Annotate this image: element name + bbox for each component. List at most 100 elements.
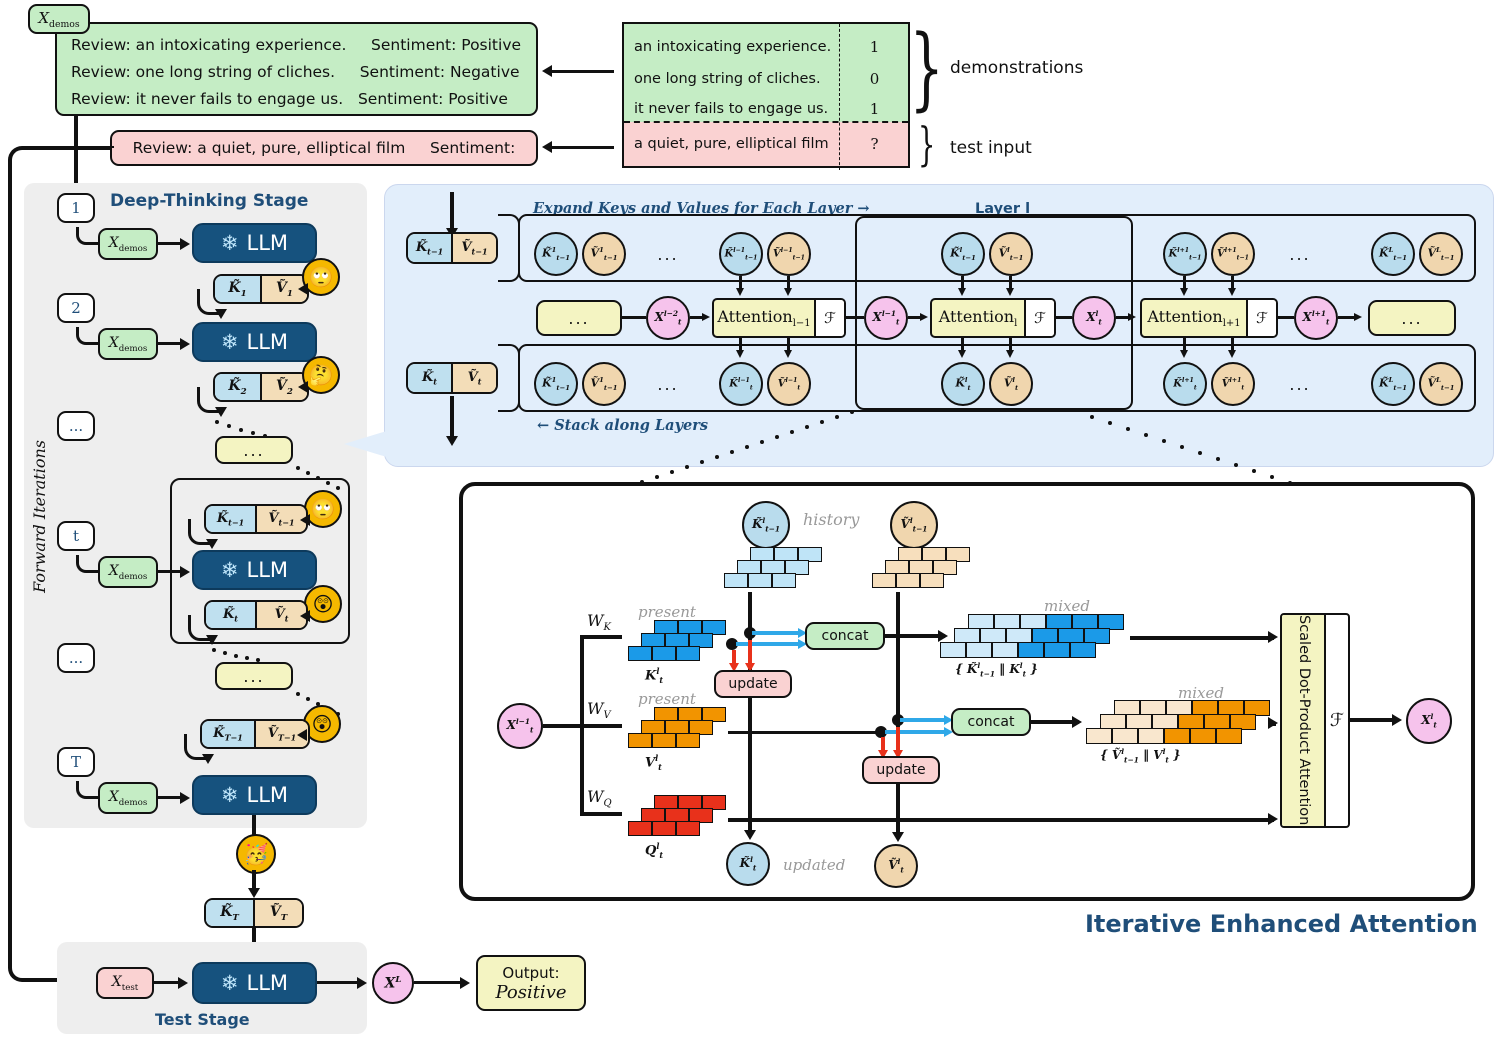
k-node: K̃1t−1 <box>534 232 578 276</box>
v-node: ṼLt−1 <box>1419 362 1463 406</box>
iea-output-node: Xlt <box>1406 698 1452 744</box>
k-updated-node: K̃lt <box>726 842 770 886</box>
output-caption: Output: <box>502 963 560 982</box>
attention-block-l-plus-1: Attentionl+1 ℱ <box>1140 298 1278 338</box>
v-mixed-label: { Ṽlt−1 ‖ Vlt } <box>1100 747 1181 765</box>
xdemos-box-1: Xdemos <box>98 228 158 260</box>
xdemos-box-t: Xdemos <box>98 556 158 588</box>
f-symbol: ℱ <box>1329 710 1345 731</box>
top-row-container <box>518 214 1476 282</box>
expand-out-kv: K̃t Ṽt <box>406 362 498 394</box>
ellipsis-box-2: ... <box>215 662 293 690</box>
v-present-label: Vlt <box>645 753 662 772</box>
q-present-label: Qlt <box>645 841 664 860</box>
expand-in-kv: K̃t−1 Ṽt−1 <box>406 232 498 264</box>
concat-box-k: concat <box>805 622 885 650</box>
table-cell-label: 0 <box>869 70 880 88</box>
surprised-face-icon: 😲 <box>304 585 342 623</box>
table-cell-label: ? <box>870 135 879 153</box>
f-symbol: ℱ <box>1034 309 1046 327</box>
demos-prompt-box: Review: an intoxicating experience. Sent… <box>55 22 538 116</box>
thinking-face-icon: 🙄 <box>302 258 340 296</box>
weight-label-wq: WQ <box>587 787 612 810</box>
output-box: Output: Positive <box>476 955 586 1011</box>
sdpa-label: Scaled Dot-Product Attention <box>1295 615 1312 826</box>
brace-test-input-label: test input <box>950 138 1032 158</box>
table-cell-text: a quiet, pure, elliptical film <box>634 136 829 152</box>
middle-ellipsis-left: ... <box>536 300 622 336</box>
demo-line: Review: one long string of cliches. Sent… <box>71 63 520 81</box>
test-prompt-line: Review: a quiet, pure, elliptical film S… <box>132 139 516 157</box>
snowflake-icon: ❄ <box>220 971 239 995</box>
bottom-row-container <box>518 344 1476 412</box>
v-history-node: Ṽlt−1 <box>890 501 938 549</box>
demo-line: Review: it never fails to engage us. Sen… <box>71 90 508 108</box>
middle-ellipsis-right: ... <box>1368 300 1456 336</box>
llm-box-test[interactable]: ❄ LLM <box>192 962 317 1004</box>
k-present-stack <box>628 620 728 666</box>
xl-node: XL <box>372 962 414 1004</box>
expand-footer: ← Stack along Layers <box>537 417 709 434</box>
fan-brace-top <box>498 214 520 282</box>
k-history-node: K̃lt−1 <box>742 501 790 549</box>
v-node: Ṽl+1t−1 <box>1211 232 1255 276</box>
iteration-node-t[interactable]: t <box>57 521 95 551</box>
kv-box-t: K̃t Ṽt <box>204 600 308 630</box>
x-node: Xlt <box>1072 296 1116 340</box>
snowflake-icon: ❄ <box>220 558 239 582</box>
kv-box-T: K̃T ṼT <box>204 898 304 928</box>
table-cell-text: an intoxicating experience. <box>634 39 832 55</box>
forward-iterations-label: Forward Iterations <box>30 440 49 593</box>
k-node: K̃lt <box>941 362 985 406</box>
table-cell-text: one long string of cliches. <box>634 71 821 87</box>
history-label: history <box>803 510 860 529</box>
k-mixed-label: { K̃lt−1 ‖ Klt } <box>955 661 1038 679</box>
v-present-stack <box>628 707 728 753</box>
k-mixed-stack <box>940 614 1130 662</box>
expand-header-layer: Layer l <box>975 201 1031 217</box>
updated-label-k: updated <box>783 856 846 874</box>
table-cell-text: it never fails to engage us. <box>634 101 829 117</box>
snowflake-icon: ❄ <box>220 330 239 354</box>
attention-block-l: Attentionl ℱ <box>930 298 1056 338</box>
xtest-box: Xtest <box>96 967 154 999</box>
weight-label-wk: WK <box>587 611 611 634</box>
attention-block-l-minus-1: Attentionl−1 ℱ <box>712 298 846 338</box>
iea-title: Iterative Enhanced Attention <box>1085 910 1478 938</box>
present-label-v: present <box>638 690 696 708</box>
v-node: Ṽlt <box>989 362 1033 406</box>
v-node: ṼLt−1 <box>1419 232 1463 276</box>
llm-box-T[interactable]: ❄ LLM <box>192 775 317 815</box>
k-node: K̃l−1t <box>719 362 763 406</box>
k-present-label: Klt <box>645 666 664 685</box>
k-node: K̃l+1t <box>1163 362 1207 406</box>
brace-demonstrations-label: demonstrations <box>950 58 1084 78</box>
brace-demonstrations: } <box>909 16 945 121</box>
demo-table: an intoxicating experience. 1 one long s… <box>622 22 910 170</box>
x-node: Xl−2t <box>646 296 690 340</box>
iteration-node-2[interactable]: 2 <box>57 293 95 323</box>
brace-test-input: } <box>918 117 936 171</box>
v-updated-node: Ṽlt <box>874 844 918 888</box>
k-node: K̃Lt−1 <box>1371 362 1415 406</box>
snowflake-icon: ❄ <box>220 231 239 255</box>
llm-box-2[interactable]: ❄ LLM <box>192 322 317 362</box>
mixed-label-v: mixed <box>1178 684 1224 702</box>
fan-brace-bottom <box>498 344 520 412</box>
k-history-stack <box>724 547 824 593</box>
kv-box-T-minus-1: K̃T−1 ṼT−1 <box>200 719 310 749</box>
party-face-icon: 🥳 <box>236 834 276 874</box>
llm-box-1[interactable]: ❄ LLM <box>192 223 317 263</box>
iteration-node-dots1: ... <box>57 411 95 441</box>
row-ellipsis: ... <box>1289 244 1311 264</box>
k-node: K̃l+1t−1 <box>1163 232 1207 276</box>
iteration-node-1[interactable]: 1 <box>57 193 95 223</box>
v-node: Ṽ1t−1 <box>582 362 626 406</box>
v-node: Ṽ1t−1 <box>582 232 626 276</box>
table-row: one long string of cliches. <box>634 64 839 94</box>
table-cell-label: 1 <box>869 100 880 118</box>
iteration-node-T[interactable]: T <box>57 747 95 777</box>
snowflake-icon: ❄ <box>220 783 239 807</box>
deep-thinking-title: Deep-Thinking Stage <box>110 191 309 211</box>
llm-box-t[interactable]: ❄ LLM <box>192 550 317 590</box>
